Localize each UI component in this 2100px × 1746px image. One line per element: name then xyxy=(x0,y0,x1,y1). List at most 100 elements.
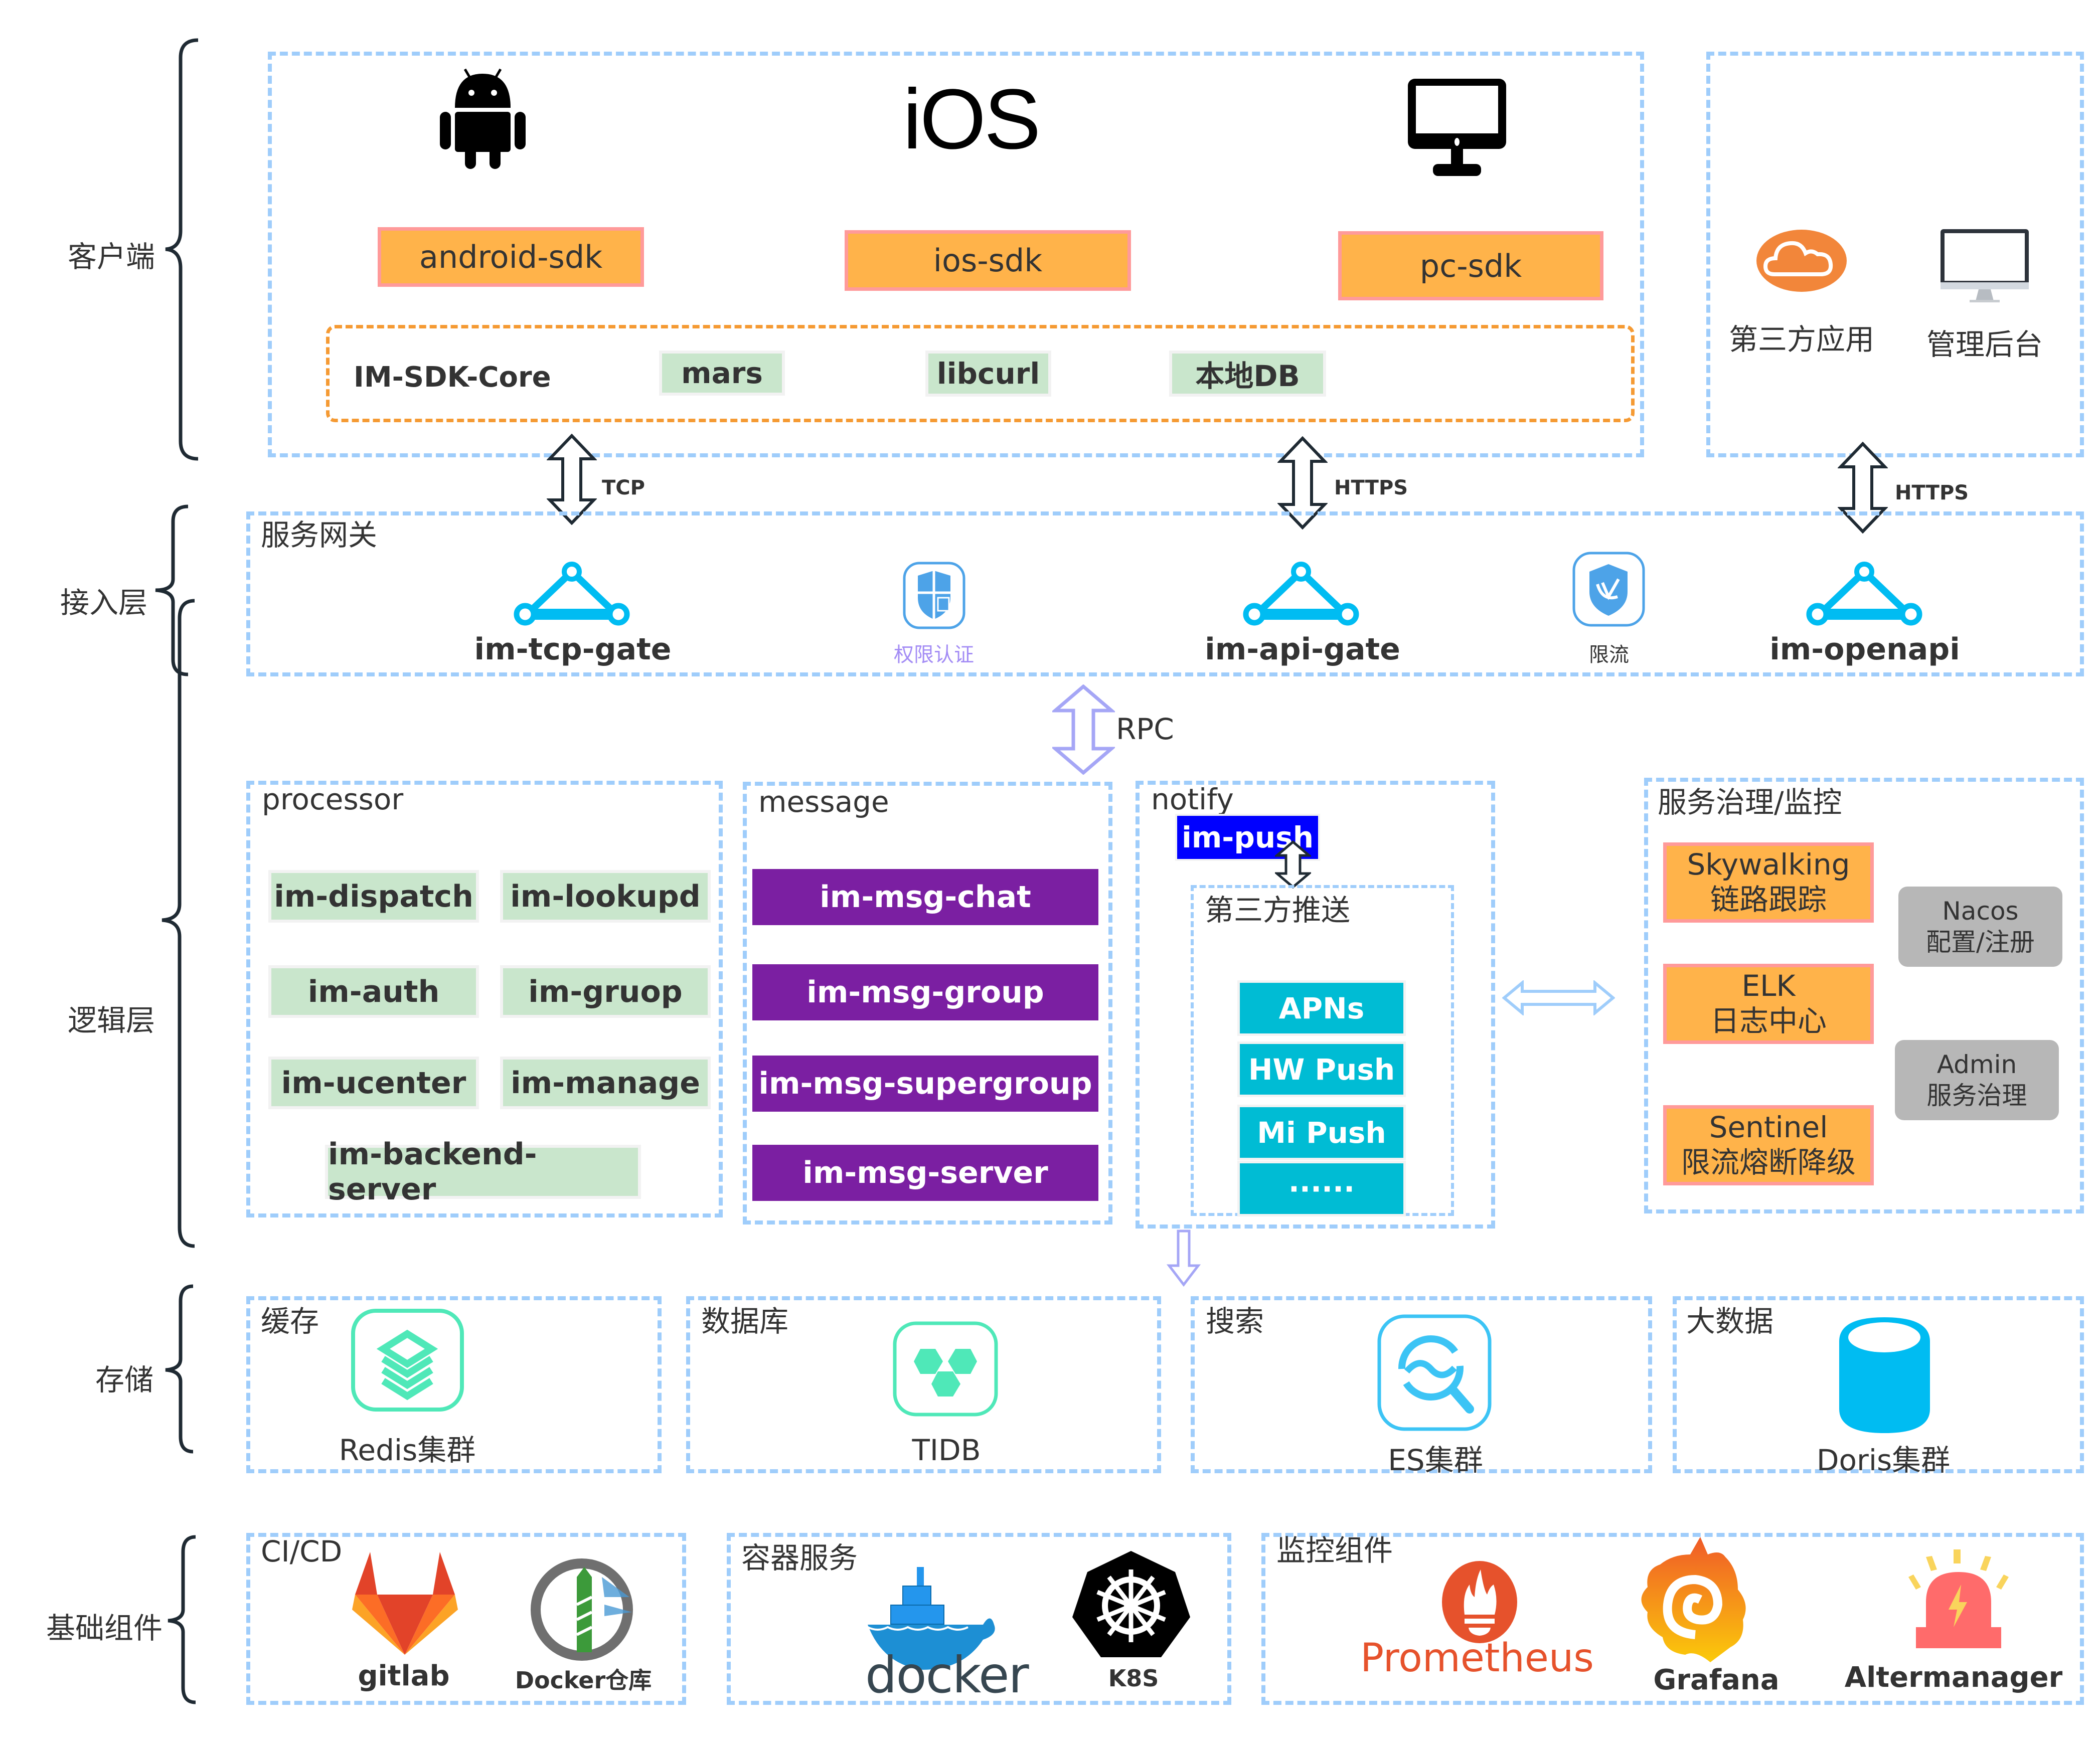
cicd-title: CI/CD xyxy=(261,1534,343,1568)
vendor-apns[interactable]: APNs xyxy=(1237,980,1406,1036)
vendor-mi-push[interactable]: Mi Push xyxy=(1237,1105,1406,1160)
container-title: 容器服务 xyxy=(741,1541,858,1575)
layer-label-storage: 存储 xyxy=(95,1363,154,1397)
container-docker-label: docker xyxy=(865,1646,1029,1704)
admin-console-label: 管理后台 xyxy=(1926,327,2043,362)
gov-elk-desc: 日志中心 xyxy=(1710,1004,1827,1038)
vendor-hw-push[interactable]: HW Push xyxy=(1237,1041,1406,1097)
pc-sdk-box[interactable]: pc-sdk xyxy=(1338,231,1603,300)
core-module-mars[interactable]: mars xyxy=(659,351,785,396)
core-module-localdb[interactable]: 本地DB xyxy=(1169,351,1326,397)
storage-bigdata-title: 大数据 xyxy=(1686,1304,1774,1338)
gov-skywalking-desc: 链路跟踪 xyxy=(1710,883,1827,917)
monitor-title: 监控组件 xyxy=(1276,1533,1393,1567)
governance-title: 服务治理/监控 xyxy=(1658,785,1842,819)
gov-elk-name: ELK xyxy=(1741,969,1796,1003)
monitor-prometheus-label: Prometheus xyxy=(1360,1636,1594,1681)
core-module-libcurl[interactable]: libcurl xyxy=(925,351,1051,397)
tidb-icon xyxy=(893,1321,998,1417)
storage-search-title: 搜索 xyxy=(1206,1304,1264,1338)
third-push-title: 第三方推送 xyxy=(1205,893,1351,927)
gov-elk[interactable]: ELK 日志中心 xyxy=(1663,964,1874,1044)
android-sdk-box[interactable]: android-sdk xyxy=(378,227,644,287)
gov-nacos[interactable]: Nacos 配置/注册 xyxy=(1898,887,2062,967)
gateway-box xyxy=(246,511,2084,676)
message-title: message xyxy=(758,785,889,819)
shield-check-icon xyxy=(1572,552,1645,627)
brace-infra xyxy=(168,1535,196,1704)
cicd-box xyxy=(246,1533,686,1705)
service-im-msg-chat[interactable]: im-msg-chat xyxy=(752,869,1098,925)
layer-label-access: 接入层 xyxy=(60,586,148,620)
service-im-backend-server[interactable]: im-backend-server xyxy=(325,1137,641,1207)
push-double-arrow-icon xyxy=(1275,840,1311,889)
service-im-msg-server[interactable]: im-msg-server xyxy=(752,1145,1098,1201)
container-k8s-label: K8S xyxy=(1108,1665,1159,1692)
third-party-box xyxy=(1706,52,2084,457)
gov-sentinel-name: Sentinel xyxy=(1709,1110,1828,1145)
notify-box xyxy=(1136,781,1495,1229)
brace-client xyxy=(165,38,199,461)
prometheus-torch-icon xyxy=(1442,1561,1517,1643)
gov-skywalking[interactable]: Skywalking 链路跟踪 xyxy=(1663,842,1874,923)
desktop-monitor-icon xyxy=(1408,79,1506,176)
alarm-siren-icon xyxy=(1908,1549,2009,1648)
gov-admin[interactable]: Admin 服务治理 xyxy=(1895,1040,2059,1120)
monitor-box xyxy=(1261,1533,2084,1705)
tcp-label: TCP xyxy=(602,476,645,499)
harbor-lighthouse-icon xyxy=(531,1558,633,1661)
service-im-gruop[interactable]: im-gruop xyxy=(500,965,711,1018)
monitor-alertmanager-label: Altermanager xyxy=(1844,1661,2063,1694)
cicd-gitlab-label: gitlab xyxy=(358,1660,450,1692)
gov-sentinel[interactable]: Sentinel 限流熔断降级 xyxy=(1663,1105,1874,1185)
vendor-more[interactable]: ······ xyxy=(1237,1161,1406,1216)
cicd-registry-label: Docker仓库 xyxy=(515,1667,652,1694)
kubernetes-helm-icon xyxy=(1072,1551,1190,1657)
processor-title: processor xyxy=(262,782,404,816)
gov-sentinel-desc: 限流熔断降级 xyxy=(1681,1145,1856,1179)
gov-admin-name: Admin xyxy=(1936,1050,2017,1079)
governance-double-arrow-icon xyxy=(1502,980,1615,1015)
third-party-app-label: 第三方应用 xyxy=(1728,322,1875,357)
search-es-icon xyxy=(1377,1314,1492,1431)
service-im-manage[interactable]: im-manage xyxy=(500,1057,711,1109)
shield-lock-icon xyxy=(903,562,965,629)
container-box xyxy=(727,1533,1231,1705)
gateway-label-auth: 权限认证 xyxy=(894,643,974,666)
gitlab-icon xyxy=(352,1552,458,1655)
service-im-lookupd[interactable]: im-lookupd xyxy=(500,870,711,923)
storage-search-box xyxy=(1191,1296,1652,1473)
brace-logic xyxy=(161,599,195,1248)
layer-label-logic: 逻辑层 xyxy=(68,1003,155,1037)
sdk-core-title: IM-SDK-Core xyxy=(354,361,551,394)
service-im-msg-supergroup[interactable]: im-msg-supergroup xyxy=(752,1056,1098,1112)
storage-db-title: 数据库 xyxy=(701,1304,789,1338)
database-cylinder-icon xyxy=(1839,1317,1930,1433)
ios-logo: iOS xyxy=(903,72,1041,167)
storage-cache-label: Redis集群 xyxy=(339,1433,476,1467)
service-im-msg-group[interactable]: im-msg-group xyxy=(752,964,1098,1020)
layer-label-client: 客户端 xyxy=(68,240,155,274)
storage-bigdata-label: Doris集群 xyxy=(1816,1443,1951,1477)
https-api-double-arrow-icon xyxy=(1277,436,1328,530)
https-open-label: HTTPS xyxy=(1895,481,1969,504)
service-im-auth[interactable]: im-auth xyxy=(268,965,479,1018)
monitor-grafana-label: Grafana xyxy=(1653,1664,1780,1696)
gateway-label-openapi: im-openapi xyxy=(1769,632,1960,667)
redis-stack-icon xyxy=(351,1309,464,1412)
processor-box xyxy=(246,781,723,1217)
storage-cache-title: 缓存 xyxy=(261,1304,319,1338)
sdk-core-box xyxy=(326,325,1635,422)
ios-sdk-box[interactable]: ios-sdk xyxy=(845,230,1131,291)
storage-db-label: TIDB xyxy=(912,1433,981,1467)
layer-label-infra: 基础组件 xyxy=(46,1611,163,1645)
service-im-ucenter[interactable]: im-ucenter xyxy=(268,1057,479,1109)
storage-bigdata-box xyxy=(1673,1296,2084,1473)
rpc-label: RPC xyxy=(1116,712,1174,746)
gov-nacos-desc: 配置/注册 xyxy=(1926,928,2035,957)
grafana-icon xyxy=(1641,1537,1746,1662)
service-im-dispatch[interactable]: im-dispatch xyxy=(268,870,479,923)
storage-search-label: ES集群 xyxy=(1388,1443,1483,1477)
brace-access xyxy=(155,504,189,676)
gateway-triangle-icon xyxy=(514,562,630,626)
